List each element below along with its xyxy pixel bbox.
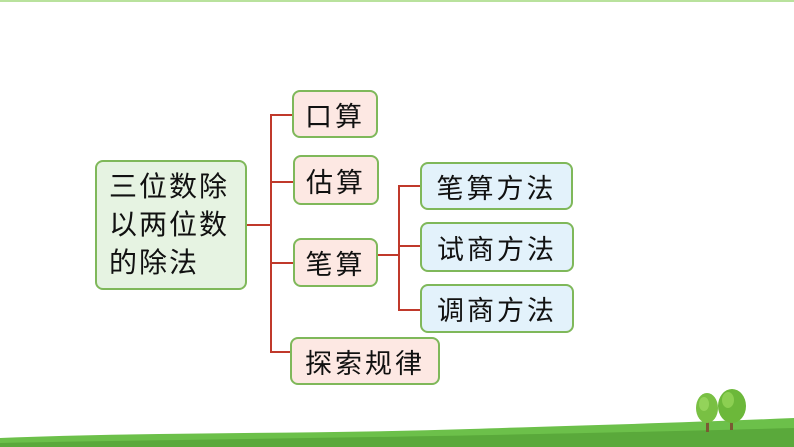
tree-icon (718, 389, 746, 430)
branch-label: 估算 (306, 167, 366, 199)
connector-branch-4 (270, 351, 290, 353)
leaf-node-adjust-quotient: 调商方法 (420, 284, 574, 333)
root-node: 三位数除以两位数的除法 (95, 160, 247, 290)
tree-icon (696, 393, 718, 432)
connector-branch-trunk (270, 114, 272, 352)
branch-label: 口算 (305, 101, 365, 133)
leaf-label: 调商方法 (437, 296, 557, 327)
connector-leaf-stub (377, 254, 399, 256)
branch-label: 探索规律 (305, 348, 425, 380)
connector-root-stub (247, 224, 271, 226)
top-border (0, 0, 794, 2)
connector-leaf-trunk (398, 185, 400, 310)
branch-node-explore: 探索规律 (290, 337, 440, 385)
branch-node-estimate: 估算 (293, 155, 379, 205)
leaf-label: 笔算方法 (436, 173, 557, 205)
branch-node-oral: 口算 (292, 90, 378, 138)
leaf-node-written-method: 笔算方法 (420, 162, 573, 210)
connector-leaf-2 (398, 245, 420, 247)
root-label: 三位数除以两位数的除法 (109, 170, 230, 279)
connector-branch-1 (270, 114, 292, 116)
connector-leaf-3 (398, 309, 420, 311)
leaf-label: 试商方法 (437, 234, 557, 266)
connector-branch-2 (270, 181, 293, 183)
connector-leaf-1 (398, 185, 420, 187)
grass-shade (0, 428, 794, 447)
branch-label: 笔算 (305, 250, 366, 281)
connector-branch-3 (270, 262, 293, 264)
leaf-node-trial-quotient: 试商方法 (420, 222, 574, 272)
branch-node-written: 笔算 (293, 238, 378, 287)
